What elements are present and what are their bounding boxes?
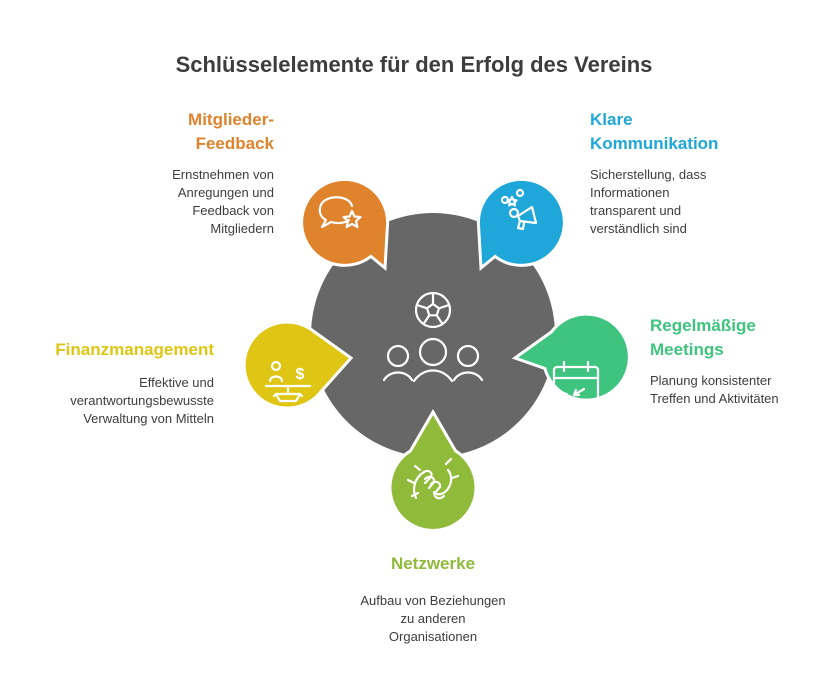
handshake-icon <box>406 457 460 500</box>
finanz-desc-line: verantwortungsbewusste <box>70 393 214 408</box>
calendar-icon <box>552 360 600 409</box>
finanz-desc: Effektive und verantwortungsbewusste Ver… <box>20 374 214 428</box>
feedback-desc-line: Ernstnehmen von <box>172 167 274 182</box>
kommunikation-desc-line: Sicherstellung, dass <box>590 167 707 182</box>
netzwerke-desc-line: zu anderen <box>400 611 466 626</box>
football-icon <box>414 291 452 329</box>
feedback-label: Mitglieder- Feedback <box>100 108 274 156</box>
meetings-label-line: Meetings <box>650 340 724 359</box>
feedback-desc-line: Mitgliedern <box>210 221 274 236</box>
balance-scale-icon: $ <box>264 360 312 403</box>
meetings-desc-line: Treffen und Aktivitäten <box>650 391 779 406</box>
meetings-label-line: Regelmäßige <box>650 316 756 335</box>
feedback-desc: Ernstnehmen von Anregungen und Feedback … <box>100 166 274 238</box>
megaphone-icon <box>500 188 538 231</box>
kommunikation-desc-line: transparent und <box>590 203 682 218</box>
netzwerke-desc: Aufbau von Beziehungen zu anderen Organi… <box>313 592 553 646</box>
feedback-label-line: Mitglieder- <box>188 110 274 129</box>
kommunikation-label-line: Kommunikation <box>590 134 719 153</box>
speech-bubble-star-icon <box>318 196 362 229</box>
feedback-drop <box>300 177 390 272</box>
finanz-drop: $ <box>242 320 354 410</box>
feedback-label-line: Feedback <box>195 134 274 153</box>
finanz-label: Finanzmanagement <box>20 338 214 362</box>
svg-text:$: $ <box>296 366 305 383</box>
kommunikation-drop <box>476 177 566 272</box>
netzwerke-drop <box>388 409 478 532</box>
meetings-drop <box>511 312 631 409</box>
feedback-desc-line: Feedback von <box>192 203 274 218</box>
kommunikation-label: Klare Kommunikation <box>590 108 790 156</box>
feedback-desc-line: Anregungen und <box>177 185 274 200</box>
netzwerke-desc-line: Aufbau von Beziehungen <box>360 593 506 608</box>
team-icon <box>382 337 484 383</box>
finanz-desc-line: Effektive und <box>139 375 214 390</box>
center-circle <box>311 213 555 457</box>
meetings-desc: Planung konsistenter Treffen und Aktivit… <box>650 372 820 408</box>
kommunikation-desc-line: Informationen <box>590 185 670 200</box>
netzwerke-desc-line: Organisationen <box>388 629 478 644</box>
kommunikation-desc-line: verständlich sind <box>590 221 687 236</box>
kommunikation-desc: Sicherstellung, dass Informationen trans… <box>590 166 790 238</box>
kommunikation-label-line: Klare <box>590 110 633 129</box>
meetings-desc-line: Planung konsistenter <box>650 373 772 388</box>
meetings-label: Regelmäßige Meetings <box>650 314 820 362</box>
diagram-title: Schlüsselelemente für den Erfolg des Ver… <box>175 52 653 77</box>
netzwerke-label: Netzwerke <box>333 552 533 576</box>
finanz-desc-line: Verwaltung von Mitteln <box>83 411 214 426</box>
finanz-label-line: Finanzmanagement <box>55 340 214 359</box>
netzwerke-label-line: Netzwerke <box>390 554 476 573</box>
